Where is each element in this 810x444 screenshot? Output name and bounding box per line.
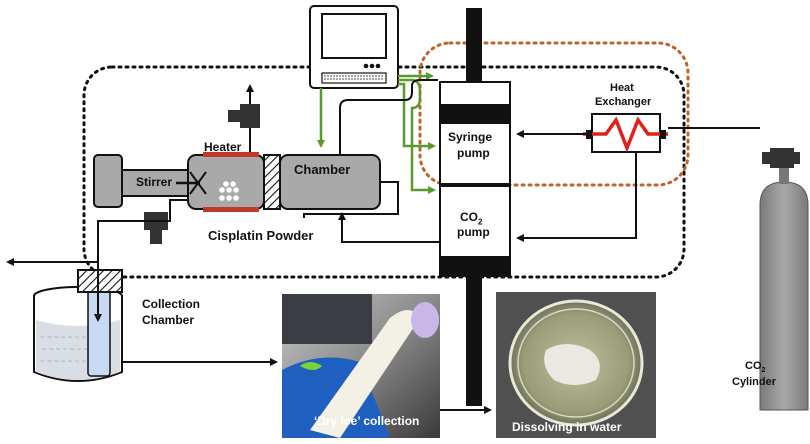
valve-icon [97,199,188,286]
co2-cylinder [759,166,809,411]
process-lines [303,79,760,243]
syringe-pump-label-1: Syringe [448,130,493,144]
heat-exchanger [583,113,668,153]
reaction-vessel [187,152,265,212]
chamber-label: Chamber [294,162,351,177]
pump-heat-boundary [418,41,690,187]
photo-dry-ice-collection [282,294,440,438]
syringe-pump [439,81,511,185]
collection-chamber-label-1: Collection [142,297,201,311]
valve-icon [228,84,260,152]
collection-chamber-label-2: Chamber [142,313,195,327]
computer-icon [309,5,399,89]
syringe-pump-label-2: pump [457,146,490,160]
svg-text:~ ~ ~ ~ ~ ~ ~ ~: ~ ~ ~ ~ ~ ~ ~ ~ [40,357,93,366]
co2-pump-label-1: CO2 [460,210,483,227]
photo1-caption: ‘Dry ice’ collection [314,414,420,428]
stirrer-label: Stirrer [136,175,173,189]
collection-chamber: ~ ~ ~ ~ ~ ~ ~ ~ ~ ~ ~ ~ ~ ~ ~ ~ ~ ~ ~ ~ … [33,269,123,382]
svg-text:~ ~ ~ ~ ~ ~ ~ ~: ~ ~ ~ ~ ~ ~ ~ ~ [42,345,95,354]
valve-icon [762,148,800,168]
co2-pump [439,185,511,277]
svg-text:~ ~ ~ ~ ~ ~ ~ ~: ~ ~ ~ ~ ~ ~ ~ ~ [40,333,93,342]
heater-label: Heater [204,140,242,154]
cisplatin-powder-label: Cisplatin Powder [208,228,314,243]
co2-pump-label-2: pump [457,225,490,239]
photo2-caption: Dissolving in water [512,420,622,434]
photo-dissolving-in-water [496,292,656,438]
exhaust-line [6,258,99,270]
co2-cylinder-label-1: CO2 [745,360,766,375]
stirrer-x-icon [176,171,207,195]
heat-exchanger-label-1: Heat [610,82,634,94]
heat-exchanger-label-2: Exchanger [595,96,652,108]
co2-cylinder-label-2: Cylinder [732,376,777,388]
filter [263,154,281,210]
